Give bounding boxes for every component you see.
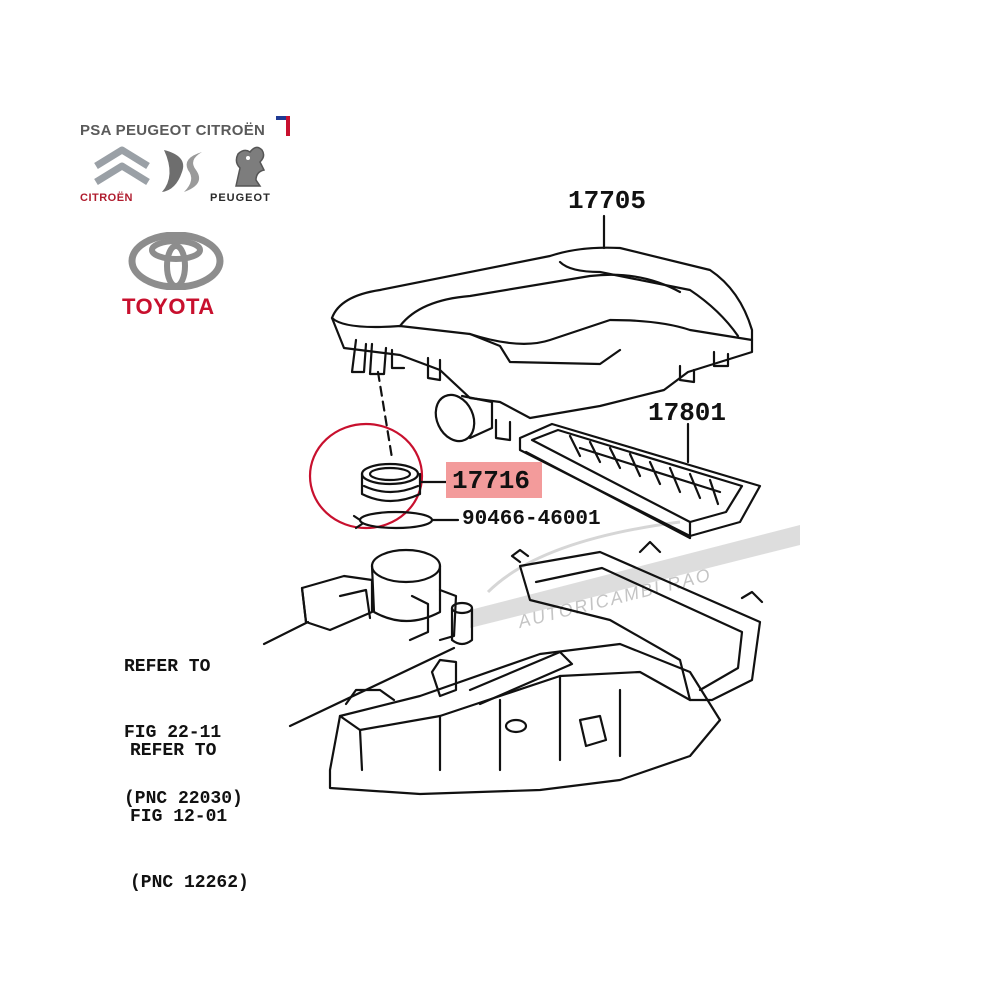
toyota-brand-text: TOYOTA (122, 294, 215, 319)
hose-clamp (352, 510, 434, 530)
reference-line: FIG 22-11 (124, 723, 222, 743)
part-number-17716: 17716 (452, 466, 531, 496)
reference-line: REFER TO (130, 741, 217, 761)
reference-line: (PNC 12262) (130, 873, 249, 893)
reference-fig-12-01: REFER TO FIG 12-01 (PNC 12262) (130, 696, 249, 938)
leader-ref-12-01 (288, 646, 456, 728)
throttle-body (300, 548, 474, 646)
callout-circle (308, 422, 424, 530)
citroen-logo-icon (94, 146, 150, 185)
psa-brand-text: PSA PEUGEOT CITROËN (80, 122, 266, 139)
intake-seal (360, 462, 422, 503)
assembly-dashed-line (376, 370, 394, 460)
part-number-17801: 17801 (648, 398, 727, 428)
part-number-90466-46001: 90466-46001 (462, 508, 601, 531)
reference-line: FIG 12-01 (130, 807, 228, 827)
air-cleaner-cap (330, 246, 754, 443)
highlight-box (446, 462, 542, 498)
air-cleaner-case (328, 540, 764, 796)
ds-logo-icon (162, 150, 202, 192)
psa-flag-icon (276, 116, 290, 136)
peugeot-lion-icon (235, 146, 266, 187)
leader-ref-22-11 (262, 620, 310, 646)
toyota-logo-icon (128, 232, 224, 290)
reference-fig-22-11: REFER TO FIG 22-11 (PNC 22030) (124, 612, 243, 854)
part-number-17705: 17705 (568, 186, 647, 216)
reference-line: (PNC 22030) (124, 789, 243, 809)
air-filter-element (518, 422, 762, 540)
peugeot-brand-text: PEUGEOT (210, 192, 271, 204)
citroen-brand-text: CITROËN (80, 192, 133, 204)
reference-line: REFER TO (124, 657, 211, 677)
